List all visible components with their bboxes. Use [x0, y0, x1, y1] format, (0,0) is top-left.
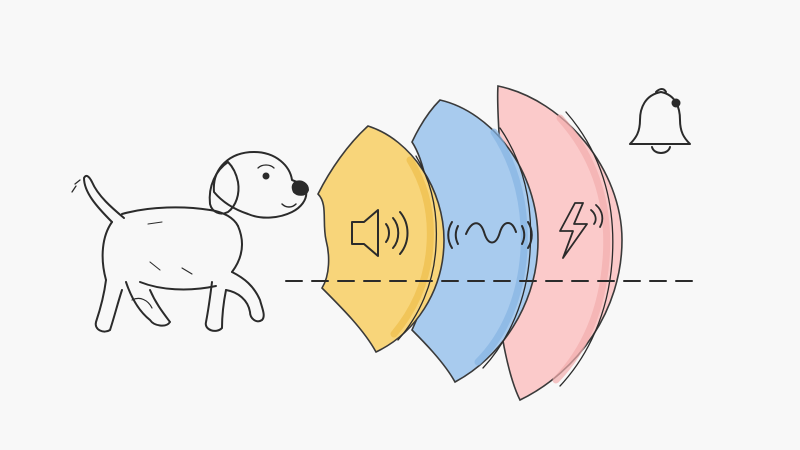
dog-walking-right-icon	[71, 151, 309, 333]
vibration-zone	[411, 99, 539, 384]
wave-icon	[447, 221, 533, 249]
bell-icon	[629, 88, 691, 154]
sound-zone-edge-shade	[390, 156, 434, 338]
sound-zone	[317, 125, 445, 354]
static-zone	[496, 85, 623, 402]
sound-zone-band	[317, 125, 445, 354]
static-zone-edge-shade	[552, 114, 611, 384]
vibration-zone-edge-shade	[474, 128, 528, 366]
lightning-icon	[559, 202, 604, 259]
speaker-icon	[351, 209, 409, 257]
vibration-zone-band	[411, 99, 539, 384]
